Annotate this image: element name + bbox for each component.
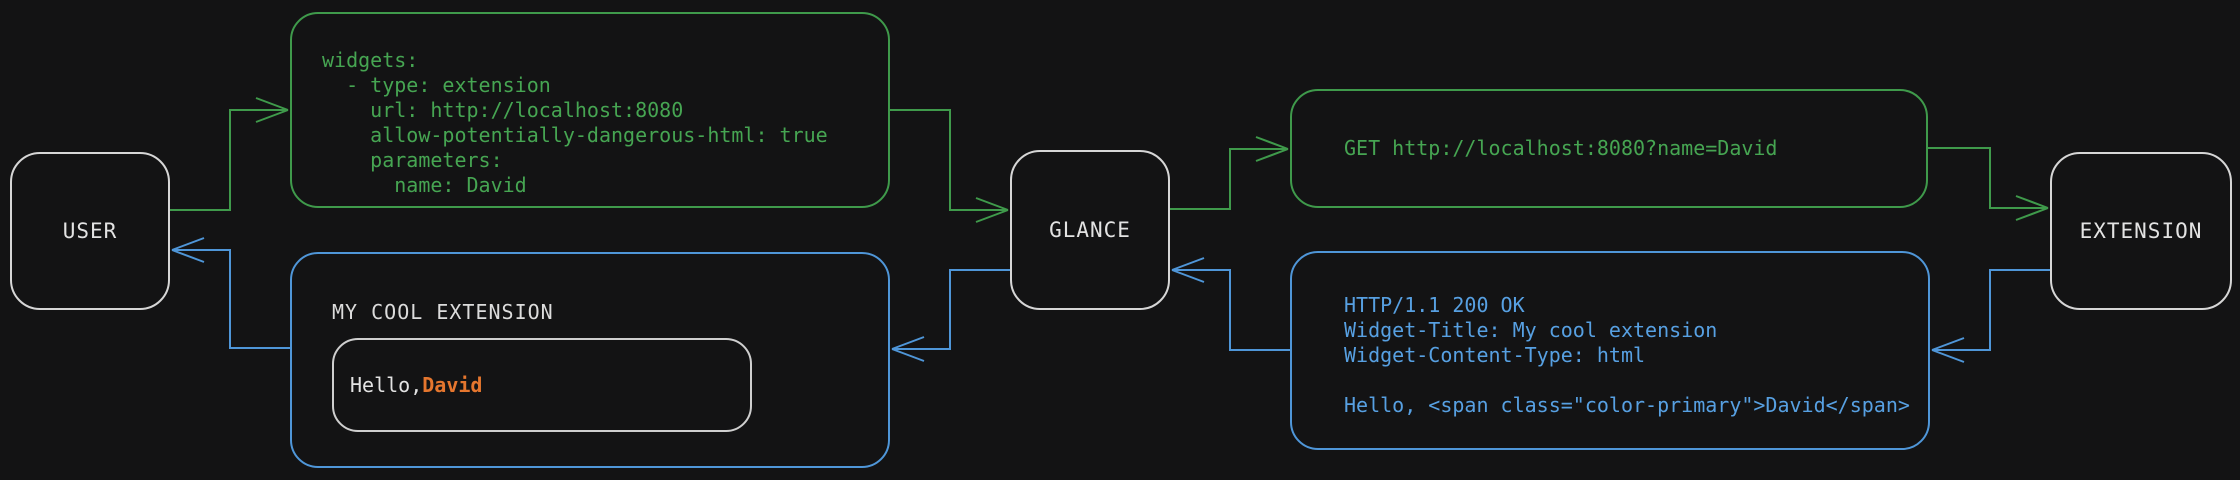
response-line: HTTP/1.1 200 OK (1344, 293, 1525, 317)
config-line: url: http://localhost:8080 (322, 98, 684, 122)
arrow-request-to-extension (1928, 147, 2049, 221)
widget-greeting-box: Hello, David (332, 338, 752, 432)
http-request-box: GET http://localhost:8080?name=David (1290, 89, 1928, 208)
http-response-box: HTTP/1.1 200 OK Widget-Title: My cool ex… (1290, 251, 1930, 450)
extension-node-label: EXTENSION (2079, 219, 2203, 243)
greeting-text: Hello, (350, 373, 423, 397)
config-line: name: David (322, 173, 527, 197)
glance-node-label: GLANCE (1049, 218, 1131, 242)
response-line: Widget-Content-Type: html (1344, 343, 1646, 367)
arrow-user-to-config (170, 97, 289, 211)
arrow-config-to-glance (890, 109, 1009, 223)
response-line: Hello, <span class="color-primary">David… (1344, 393, 1910, 417)
response-line (1344, 368, 1928, 393)
config-line: widgets: (322, 48, 419, 72)
config-line: allow-potentially-dangerous-html: true (322, 123, 828, 147)
user-node-label: USER (62, 219, 118, 243)
config-yaml-box: widgets: - type: extension url: http://l… (290, 12, 890, 208)
arrow-response-to-glance (1171, 257, 1290, 351)
user-node: USER (10, 152, 170, 310)
config-line: parameters: (322, 148, 503, 172)
extension-node: EXTENSION (2050, 152, 2232, 310)
config-line: - type: extension (322, 73, 551, 97)
arrow-extension-to-response (1931, 269, 2050, 363)
glance-node: GLANCE (1010, 150, 1170, 310)
greeting-name: David (422, 373, 483, 397)
arrow-glance-to-request (1170, 136, 1289, 210)
response-line: Widget-Title: My cool extension (1344, 318, 1718, 342)
widget-preview-box: MY COOL EXTENSION Hello, David (290, 252, 890, 468)
widget-title: MY COOL EXTENSION (332, 300, 554, 324)
request-line: GET http://localhost:8080?name=David (1344, 136, 1778, 160)
arrow-widget-to-user (171, 237, 290, 349)
arrow-glance-to-widget (891, 269, 1010, 362)
